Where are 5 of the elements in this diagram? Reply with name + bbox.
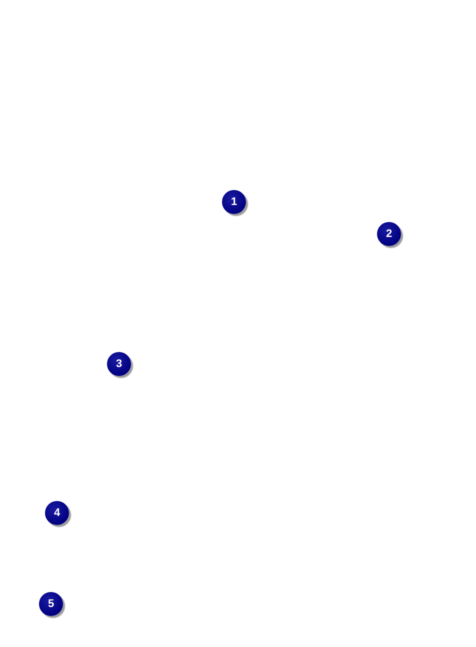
callout-number: 2 xyxy=(377,222,401,246)
callout-number: 4 xyxy=(45,501,69,525)
callout-number: 1 xyxy=(222,190,246,214)
callout-number: 3 xyxy=(107,352,131,376)
callout-number: 5 xyxy=(39,592,63,616)
